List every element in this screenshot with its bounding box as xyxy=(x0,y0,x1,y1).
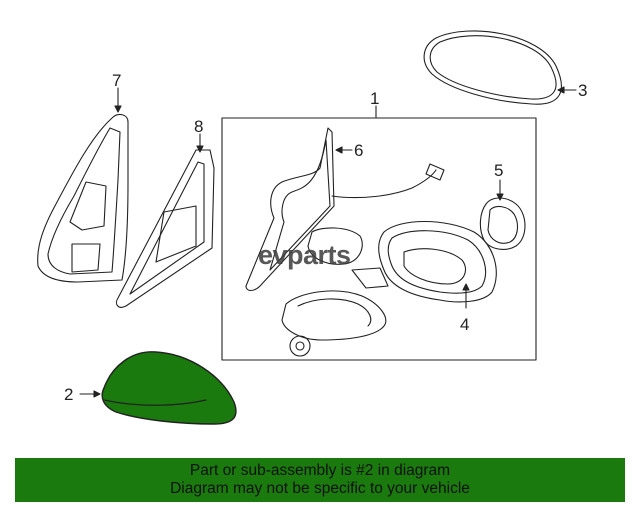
inner-triangle-trim xyxy=(115,133,215,308)
callout-6: 6 xyxy=(354,141,363,160)
mirror-glass xyxy=(423,30,577,105)
mirror-base-arm xyxy=(245,127,445,292)
info-banner: Part or sub-assembly is #2 in diagram Di… xyxy=(15,458,625,502)
adjuster-motor xyxy=(479,179,526,250)
mirror-housing-frame xyxy=(378,220,497,309)
assembly-box xyxy=(221,117,537,361)
callout-2: 2 xyxy=(64,385,73,404)
exploded-parts-diagram: 1 2 3 4 5 6 7 8 xyxy=(37,30,587,425)
callout-1: 1 xyxy=(370,89,379,108)
banner-line-1: Part or sub-assembly is #2 in diagram xyxy=(189,462,451,479)
mirror-cover-cap-highlighted xyxy=(79,351,237,425)
outer-trim-panel xyxy=(37,87,129,283)
callout-5: 5 xyxy=(494,161,503,180)
callout-3: 3 xyxy=(578,81,587,100)
banner-line-2: Diagram may not be specific to your vehi… xyxy=(170,480,470,497)
mirror-actuator xyxy=(281,227,389,357)
watermark-logo: evparts xyxy=(258,240,351,270)
callout-8: 8 xyxy=(194,117,203,136)
callout-7: 7 xyxy=(112,71,121,90)
callout-4: 4 xyxy=(460,315,469,334)
